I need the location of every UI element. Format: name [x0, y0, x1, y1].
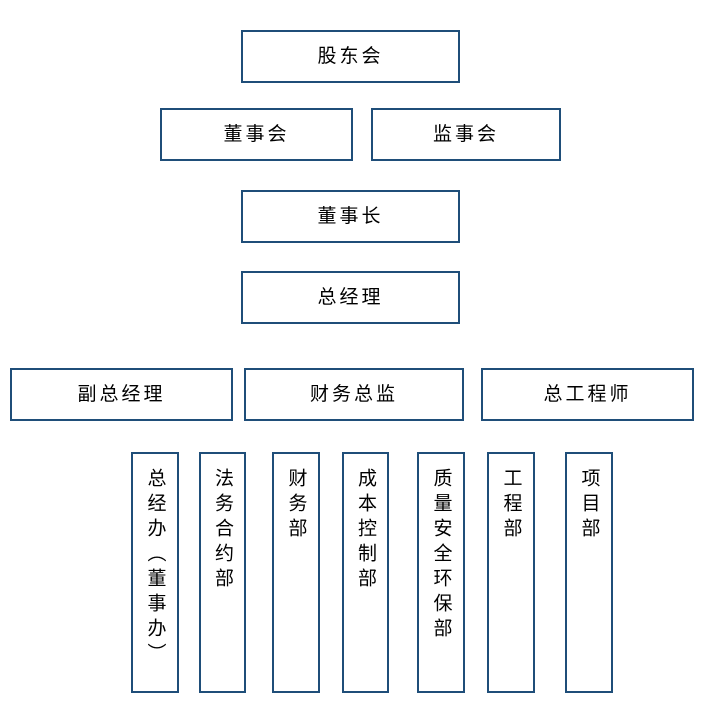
org-node-label: 成本控制部 [355, 468, 377, 593]
org-node-label: 董事会 [223, 122, 290, 145]
org-node-label: 监事会 [432, 122, 499, 145]
org-node-box[interactable]: 工程部 [487, 452, 535, 693]
org-node-box[interactable]: 监事会 [371, 108, 561, 161]
org-node-box[interactable]: 副总经理 [10, 368, 233, 421]
org-node-box[interactable]: 法务合约部 [199, 452, 246, 693]
org-node-label: 法务合约部 [212, 468, 234, 593]
org-node-box[interactable]: 董事长 [241, 190, 460, 243]
org-node-box[interactable]: 财务部 [272, 452, 320, 693]
org-node-box[interactable]: 总经理 [241, 271, 460, 324]
org-node-label: 股东会 [317, 44, 384, 67]
org-node-label: 财务部 [285, 468, 308, 543]
org-node-box[interactable]: 股东会 [241, 30, 460, 83]
org-node-box[interactable]: 财务总监 [244, 368, 464, 421]
org-node-label: 总经理 [317, 285, 384, 308]
org-node-label: 财务总监 [309, 382, 398, 405]
org-node-label: 总工程师 [543, 382, 632, 405]
org-node-box[interactable]: 质量安全环保部 [417, 452, 465, 693]
org-node-box[interactable]: 总经办（董事办） [131, 452, 179, 693]
org-node-label: 质量安全环保部 [430, 468, 453, 643]
org-node-box[interactable]: 总工程师 [481, 368, 694, 421]
org-node-label: 项目部 [578, 468, 601, 543]
org-node-label: 总经办（董事办） [144, 468, 167, 668]
org-node-box[interactable]: 成本控制部 [342, 452, 389, 693]
org-node-label: 副总经理 [77, 382, 166, 405]
org-node-label: 董事长 [317, 204, 384, 227]
org-node-box[interactable]: 项目部 [565, 452, 613, 693]
org-node-label: 工程部 [500, 468, 523, 543]
org-node-box[interactable]: 董事会 [160, 108, 353, 161]
